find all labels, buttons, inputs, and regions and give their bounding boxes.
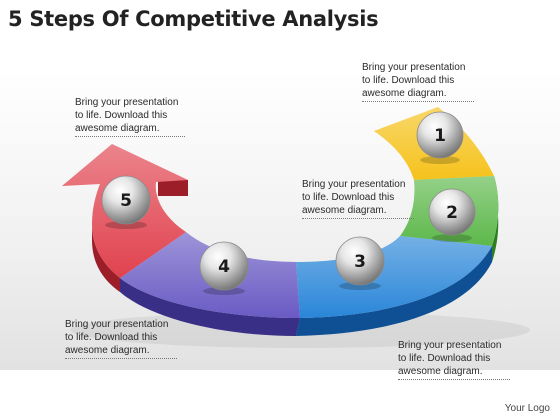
step-4-marker: 4 [199,241,249,295]
step-5-arrowhead-side [158,180,188,196]
step-4-number: 4 [218,257,230,277]
step-4-side [120,278,300,336]
note-bottom-left: Bring your presentation to life. Downloa… [65,319,169,356]
note-top-left-rule [75,136,185,137]
note-bottom-right: Bring your presentation to life. Downloa… [398,340,502,377]
step-1-number: 1 [434,126,446,146]
note-bottom-left-rule [65,358,177,359]
step-5-number: 5 [120,191,132,211]
note-center-rule [302,218,414,219]
page-title: 5 Steps Of Competitive Analysis [8,7,379,31]
step-3-segment [296,236,492,336]
step-5-side [92,224,120,292]
step-1-marker: 1 [416,111,464,164]
note-top-left: Bring your presentation to life. Downloa… [75,97,179,134]
step-3-number: 3 [354,252,366,272]
note-top-right-rule [362,101,474,102]
note-center: Bring your presentation to life. Downloa… [302,179,406,216]
note-bottom-right-rule [398,379,510,380]
step-3-side [296,246,492,336]
step-2-number: 2 [446,203,458,223]
logo-text: Your Logo [504,403,550,414]
step-3-marker: 3 [335,236,385,290]
step-2-marker: 2 [428,188,476,242]
note-top-right: Bring your presentation to life. Downloa… [362,62,466,99]
step-5-marker: 5 [101,175,151,229]
